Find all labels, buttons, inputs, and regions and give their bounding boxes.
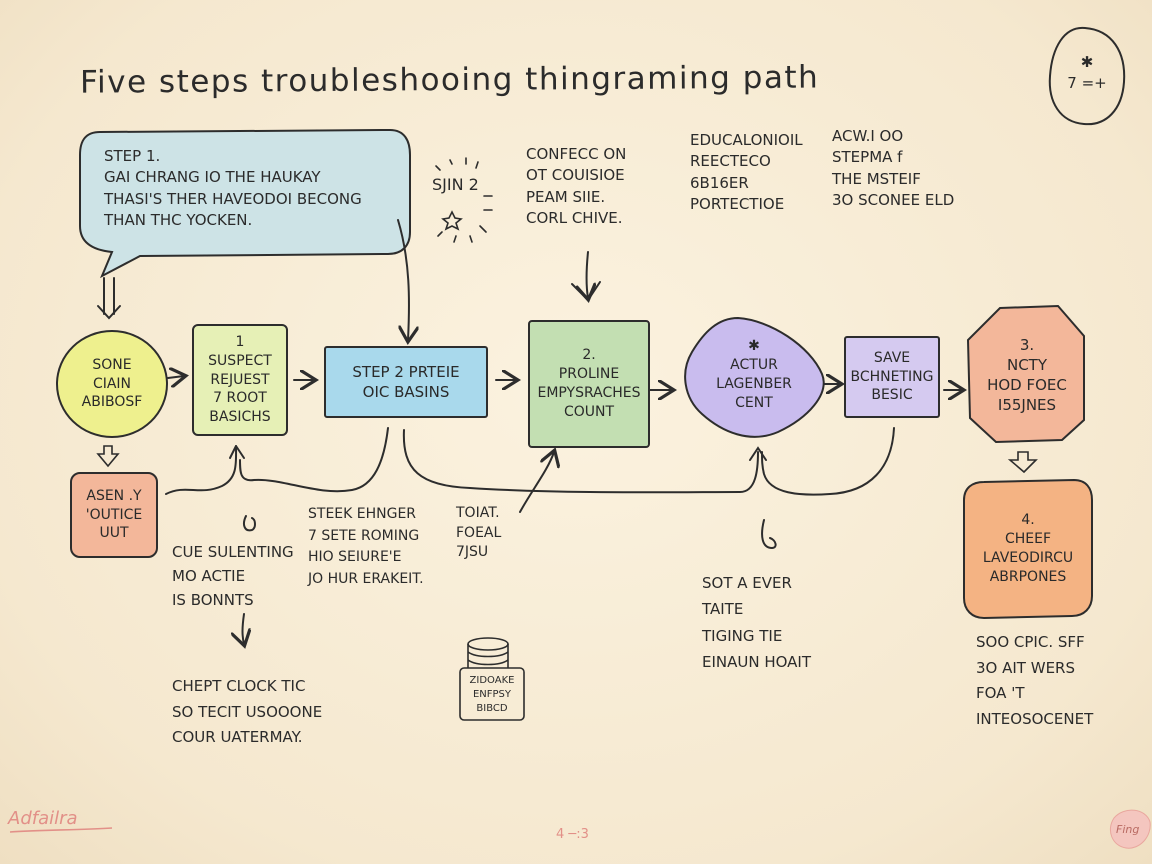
stamp-text: Fing: [1116, 823, 1140, 836]
bottom-note-chept: CHEPT CLOCK TIC SO TECIT USOOONE COUR UA…: [172, 677, 323, 746]
node-assign-output[interactable]: ASEN .Y 'OUTICE UUT: [70, 472, 158, 558]
node-four[interactable]: 4. CHEEF LAVEODIRCU ABRPONES: [982, 512, 1074, 585]
top-note-acw: ACW.I OO STEPMA f THE MSTEIF 3O SCONEE E…: [832, 127, 955, 209]
burst-label: SJIN 2: [432, 175, 479, 194]
database-label: ZIDOAKE ENFPSY BIBCD: [469, 675, 515, 714]
node-actur[interactable]: ✱ ACTUR LAGENBER CENT: [716, 338, 792, 411]
bottom-note-sot: SOT A EVER TAITE TIGING TIE EINAUN HOAIT: [702, 574, 812, 671]
speech-bubble-text: STEP 1. GAI CHRANG IO THE HAUKAY THASI'S…: [104, 147, 362, 229]
node-suspect-request[interactable]: 1 SUSPECT REJUEST 7 ROOT BASICHS: [192, 324, 288, 436]
page-mark: 4 ─:3: [556, 827, 589, 842]
bottom-note-cue: CUE SULENTING MO ACTIE IS BONNTS: [172, 543, 294, 609]
top-note-confection: CONFECC ON OT COUISIOE PEAM SIIE. CORL C…: [526, 145, 627, 227]
bottom-note-soo: SOO CPIC. SFF 3O AIT WERS FOA 'T INTEOSO…: [976, 633, 1094, 728]
node-profile-count[interactable]: 2. PROLINE EMPYSRACHES COUNT: [528, 320, 650, 448]
top-note-education: EDUCALONIOIL REECTECO 6B16ER PORTECTIOE: [690, 131, 803, 213]
bottom-note-toiat: TOIAT. FOEAL 7JSU: [456, 505, 502, 561]
corner-badge-text: ✱ 7 =+: [1067, 53, 1107, 93]
node-start[interactable]: SONE CIAIN ABIBOSF: [56, 330, 168, 438]
bottom-note-steek: STEEK EHNGER 7 SETE ROMING HIO SEIURE'E …: [308, 506, 424, 588]
node-save-basic[interactable]: SAVE BCHNETING BESIC: [844, 336, 940, 418]
node-three[interactable]: 3. NCTY HOD FOEC I55JNES: [987, 335, 1067, 415]
signature: Adfailra: [8, 808, 78, 829]
node-step-2[interactable]: STEP 2 PRTEIE OIC BASINS: [324, 346, 488, 418]
